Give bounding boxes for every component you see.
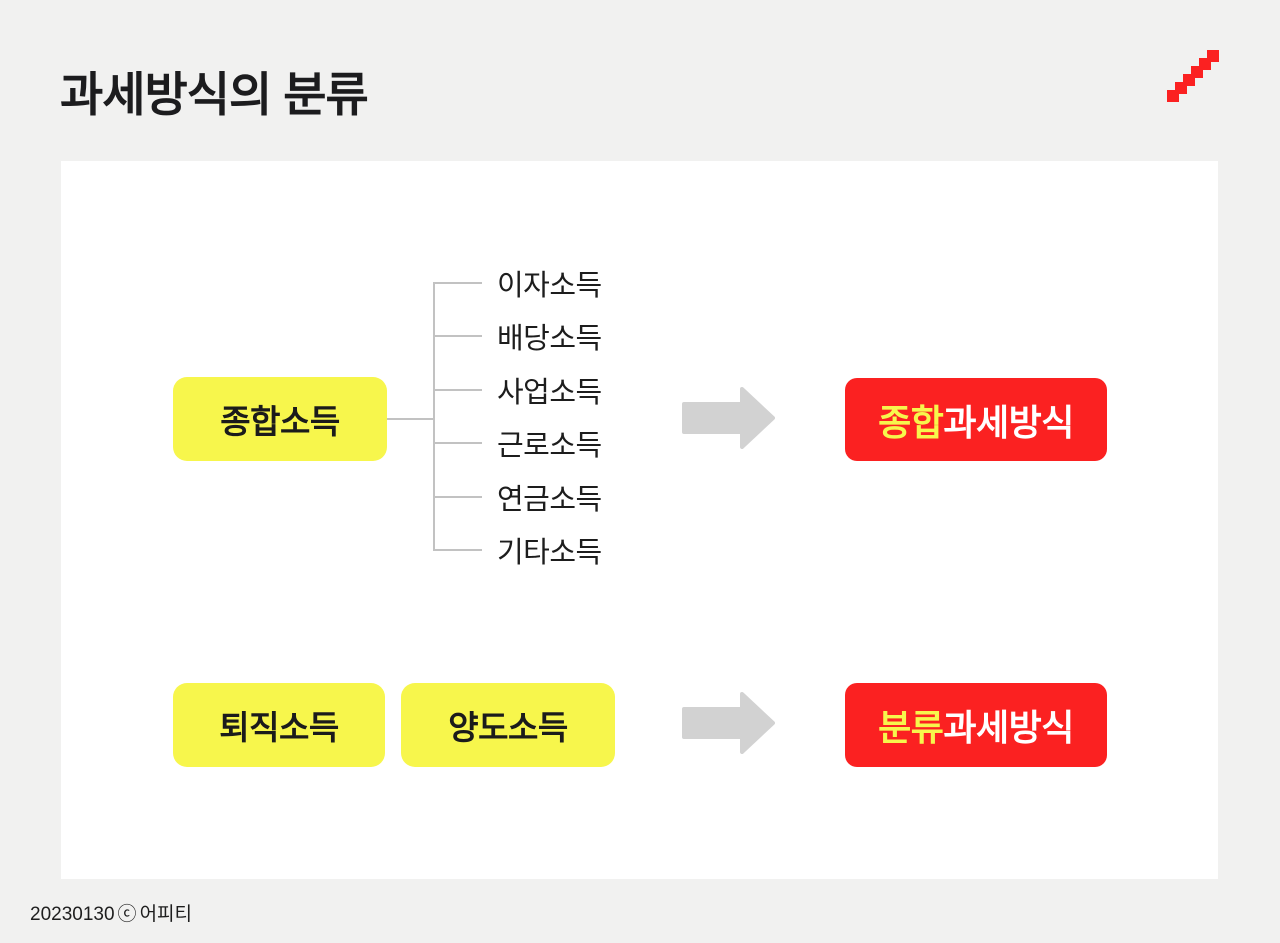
footer-brand: 어피티 [139, 904, 193, 925]
income-item: 배당소득 [433, 316, 602, 356]
footer-date: 20230130 [30, 904, 115, 925]
income-item: 이자소득 [433, 263, 602, 303]
right-block-arrow-icon [682, 692, 775, 754]
diagram-card: 종합소득 이자소득 배당소득 사업소득 근로소득 연금소득 기타소득 [61, 161, 1218, 879]
income-item: 근로소득 [433, 423, 602, 463]
source-box-retirement-income: 퇴직소득 [173, 683, 385, 767]
bracket-tick [433, 496, 482, 498]
income-label: 연금소득 [497, 484, 602, 516]
income-item: 사업소득 [433, 370, 602, 410]
page-title: 과세방식의 분류 [60, 68, 369, 121]
source-box-comprehensive-income: 종합소득 [173, 377, 387, 461]
pixel-stairs-icon [1167, 50, 1219, 102]
bracket-tick [433, 335, 482, 337]
income-label: 사업소득 [497, 377, 602, 409]
bracket-tick [433, 442, 482, 444]
income-label: 이자소득 [497, 270, 602, 302]
income-label: 기타소득 [497, 537, 602, 569]
bracket-line [433, 283, 435, 551]
result-rest-text: 과세방식 [943, 401, 1074, 443]
result-rest-text: 과세방식 [943, 707, 1074, 748]
bracket-tick [433, 282, 482, 284]
bracket-tick [433, 549, 482, 551]
bracket-tick [433, 389, 482, 391]
source-box-transfer-income: 양도소득 [401, 683, 615, 767]
copyright-icon: ⓒ [117, 904, 137, 925]
result-highlight-text: 종합 [878, 401, 944, 443]
income-label: 배당소득 [497, 323, 602, 355]
income-item: 기타소득 [433, 530, 602, 570]
connector-line [387, 418, 433, 420]
result-highlight-text: 분류 [878, 707, 944, 748]
income-label: 근로소득 [497, 430, 602, 462]
right-block-arrow-icon [682, 387, 775, 449]
income-item: 연금소득 [433, 477, 602, 517]
